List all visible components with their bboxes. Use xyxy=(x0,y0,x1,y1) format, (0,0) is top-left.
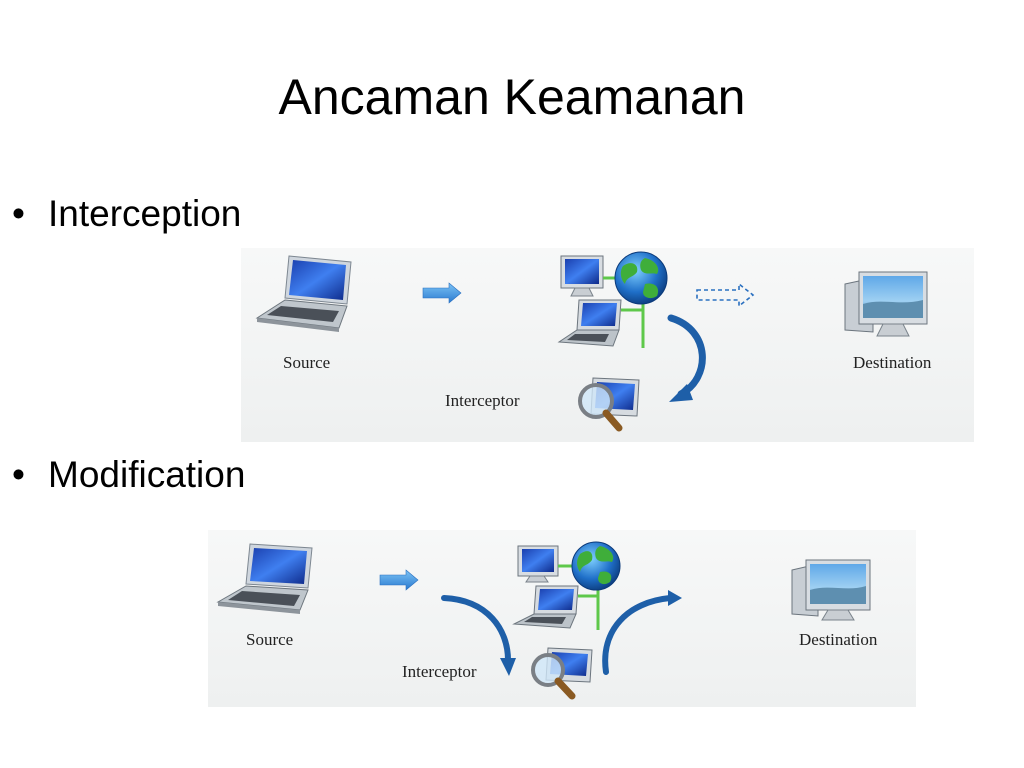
globe-icon xyxy=(571,541,621,591)
interceptor-label: Interceptor xyxy=(445,391,520,410)
bullet-marker: • xyxy=(12,193,25,234)
destination-desktop-icon xyxy=(844,271,928,337)
network-computer-icon xyxy=(560,255,604,297)
bullet-text: Interception xyxy=(48,193,242,234)
globe-icon xyxy=(614,251,668,305)
network-computer-icon xyxy=(517,545,559,583)
source-laptop-icon xyxy=(255,255,352,332)
destination-desktop-icon xyxy=(791,559,871,621)
modification-diagram: Source Interceptor Destination xyxy=(208,530,916,707)
slide-title: Ancaman Keamanan xyxy=(278,69,746,125)
destination-label: Destination xyxy=(853,353,932,372)
interception-diagram: Source Interceptor Destination xyxy=(241,248,974,442)
interceptor-label: Interceptor xyxy=(402,662,477,681)
curved-arrow-icon xyxy=(667,314,706,402)
curved-arrow-icon xyxy=(441,595,516,676)
destination-label: Destination xyxy=(799,630,878,649)
network-computer-icon xyxy=(557,299,622,347)
dashed-arrow-icon xyxy=(696,282,755,308)
bullet-modification: • Modification xyxy=(12,453,245,497)
network-lines xyxy=(558,564,600,630)
source-label: Source xyxy=(246,630,294,649)
magnifier-monitor-icon xyxy=(531,647,593,700)
source-laptop-icon xyxy=(216,543,313,614)
source-label: Source xyxy=(283,353,331,372)
blue-arrow-icon xyxy=(422,282,462,304)
magnifier-monitor-icon xyxy=(578,377,640,432)
curved-arrow-icon xyxy=(602,590,682,675)
bullet-text: Modification xyxy=(48,454,246,495)
bullet-interception: • Interception xyxy=(12,192,241,236)
bullet-marker: • xyxy=(12,454,25,495)
blue-arrow-icon xyxy=(379,569,419,591)
network-computer-icon xyxy=(512,585,579,629)
